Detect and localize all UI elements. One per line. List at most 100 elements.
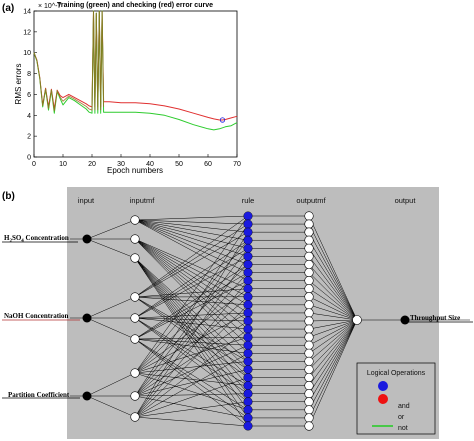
outputmf-node (304, 316, 314, 326)
rule-node (243, 300, 253, 310)
edge-outputmf-output (308, 288, 358, 321)
outputmf-node (304, 251, 314, 261)
edge-mf-rule (134, 288, 249, 298)
y-tick-label: 2 (27, 134, 31, 141)
edge-outputmf-output (308, 319, 358, 346)
edge-mf-rule (134, 238, 249, 306)
edge-mf-rule (134, 219, 249, 273)
edge-input-mf (86, 317, 136, 340)
edge-mf-rule (134, 219, 249, 249)
edge-mf-rule (134, 320, 249, 397)
inputmf-node (130, 313, 140, 323)
edge-mf-rule (134, 317, 249, 394)
rule-node (243, 364, 253, 374)
h2so4-part-2: 2 (9, 239, 12, 244)
inputmf-node (130, 215, 140, 225)
edge-mf-rule (134, 395, 249, 419)
edge-mf-rule (134, 257, 249, 394)
edge-mf-rule (134, 232, 249, 418)
edge-mf-rule (134, 317, 249, 386)
edge-mf-rule (134, 219, 249, 281)
edge-outputmf-output (308, 319, 358, 322)
edge-input-mf (86, 395, 136, 418)
edge-mf-rule (134, 361, 249, 374)
outputmf-node (304, 227, 314, 237)
outputmf-node (304, 259, 314, 270)
output-label: Throughput Size (410, 314, 460, 322)
edge-mf-rule (134, 338, 249, 427)
outputmf-node (304, 389, 314, 399)
rule-node (243, 243, 253, 253)
outputmf-node (304, 356, 314, 366)
edge-outputmf-output (308, 264, 358, 321)
edge-input-mf (86, 296, 136, 319)
edge-mf-rule (134, 257, 249, 362)
edge-mf-rule (134, 377, 249, 418)
edge-mf-rule (134, 328, 249, 418)
edge-mf-rule (134, 240, 249, 319)
edge-outputmf-output (308, 272, 358, 321)
edge-mf-rule (134, 238, 249, 297)
edge-mf-rule (134, 219, 249, 265)
outputmf-node (304, 292, 314, 302)
rule-node (243, 284, 253, 294)
outputmf-node (304, 219, 314, 229)
edge-mf-rule (134, 372, 249, 386)
outputmf-node (304, 348, 314, 358)
output-node (400, 315, 410, 325)
rule-node (243, 227, 253, 237)
edge-mf-rule (134, 248, 249, 319)
legend-or-dot (378, 394, 388, 404)
edge-outputmf-output (308, 319, 358, 354)
rule-node (243, 381, 253, 391)
edge-mf-rule (134, 264, 249, 374)
edge-mf-rule (134, 257, 249, 370)
edge-mf-rule (134, 372, 249, 411)
edge-mf-rule (134, 345, 249, 397)
rule-node (243, 389, 253, 399)
outputmf-node (304, 243, 314, 253)
edge-outputmf-output (308, 280, 358, 321)
x-tick-label: 40 (146, 161, 154, 168)
edge-outputmf-output (308, 240, 358, 321)
network-nodes (82, 211, 410, 431)
inputmf-node (130, 253, 140, 263)
rule-node (243, 324, 253, 334)
panel-b-label: (b) (2, 191, 15, 202)
edge-outputmf-output (308, 232, 358, 321)
panel-a-label: (a) (2, 3, 14, 14)
min-error-marker (219, 117, 226, 123)
error-curve-chart: Training (green) and checking (red) erro… (14, 2, 241, 175)
legend-or-label: or (398, 414, 405, 421)
outputmf-node (304, 324, 314, 334)
edge-input-mf (86, 238, 136, 259)
rule-node (243, 268, 253, 278)
h2so4-part-so: SO (12, 234, 22, 242)
legend-not-label: not (398, 425, 408, 432)
edge-mf-rule (134, 219, 249, 225)
h2so4-part-concentration: Concentration (24, 234, 69, 242)
y-axis-title: RMS errors (14, 64, 23, 105)
rule-node (243, 413, 253, 423)
network-edges (70, 215, 470, 427)
edge-mf-rule (134, 338, 249, 419)
edge-mf-rule (134, 257, 249, 410)
y-tick-label: 14 (23, 9, 31, 16)
input-node (82, 234, 92, 244)
edge-outputmf-output (308, 319, 358, 338)
rule-node (243, 219, 253, 229)
edge-outputmf-output (308, 319, 358, 386)
edge-mf-rule (134, 296, 249, 306)
rule-node (243, 356, 253, 366)
x-tick-label: 0 (32, 161, 36, 168)
edge-mf-rule (134, 238, 249, 322)
h2so4-part-4: 4 (21, 239, 24, 244)
edge-mf-rule (134, 336, 249, 374)
edge-outputmf-output (308, 256, 358, 321)
y-tick-label: 12 (23, 29, 31, 36)
x-tick-label: 60 (204, 161, 212, 168)
outputmf-node (304, 267, 314, 278)
inputmf-node (130, 368, 140, 378)
edge-outputmf-output (308, 319, 358, 419)
